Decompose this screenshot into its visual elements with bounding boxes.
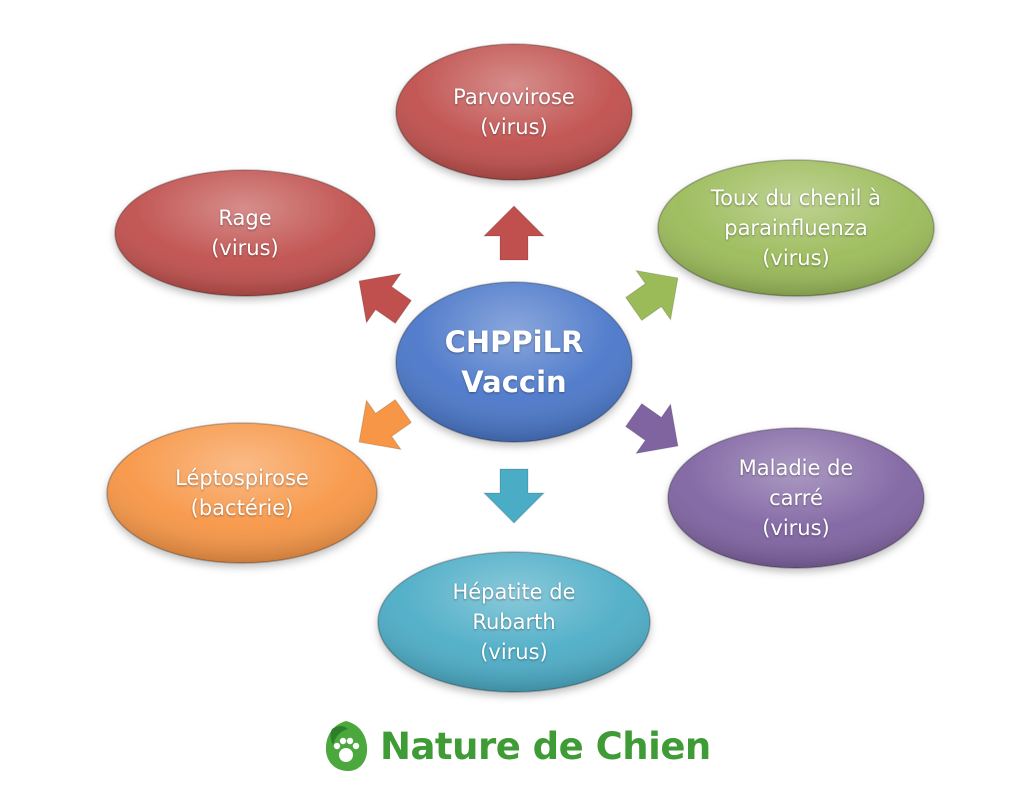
node-label-line: Rage [218,206,272,230]
node-hepatite-de-rubarth [377,551,651,693]
dog-paw-leaf-icon [325,721,368,771]
node-label-line: (virus) [211,236,279,260]
arrow-to-rage [358,272,413,325]
node-label-line: carré [769,486,823,510]
node-label-line: Toux du chenil à [710,186,882,210]
brand-logo-block: Nature de Chien [322,716,711,776]
arrow-to-parvovirose [482,205,546,261]
arrow-to-hepatite-de-rubarth [482,468,546,524]
node-label-rage: Rage (virus) [125,175,365,291]
node-label-leptospirose: Léptospirose (bactérie) [117,428,367,558]
node-label-line: (virus) [762,516,830,540]
node-label-line: Vaccin [461,365,567,399]
brand-name: Nature de Chien [380,724,711,768]
arrow-to-maladie-de-carre [624,402,679,455]
node-parvovirose [395,43,633,181]
node-label-toux-du-chenil: Toux du chenil à parainfluenza (virus) [668,165,924,291]
node-label-line: Parvovirose [453,85,575,109]
node-label-line: Maladie de [738,456,854,480]
node-rage [114,169,376,297]
node-leptospirose [106,422,378,564]
node-label-line: parainfluenza [724,216,868,240]
node-label-hepatite-de-rubarth: Hépatite de Rubarth (virus) [388,557,640,687]
node-label-line: (virus) [762,246,830,270]
node-maladie-de-carre [667,427,925,569]
node-label-line: (virus) [480,115,548,139]
arrow-to-toux-du-chenil [624,269,679,322]
node-label-line: Rubarth [472,610,556,634]
node-label-line: (bactérie) [190,496,294,520]
node-label-line: CHPPiLR [444,325,584,359]
node-label-maladie-de-carre: Maladie de carré (virus) [678,433,914,563]
node-label-parvovirose: Parvovirose (virus) [406,49,622,175]
node-center-vaccine [395,281,633,443]
arrow-to-leptospirose [358,398,413,451]
node-label-line: Hépatite de [452,580,576,604]
node-label-line: (virus) [480,640,548,664]
node-toux-du-chenil [657,159,935,297]
center-label: CHPPiLR Vaccin [406,287,622,437]
node-label-line: Léptospirose [175,466,309,490]
